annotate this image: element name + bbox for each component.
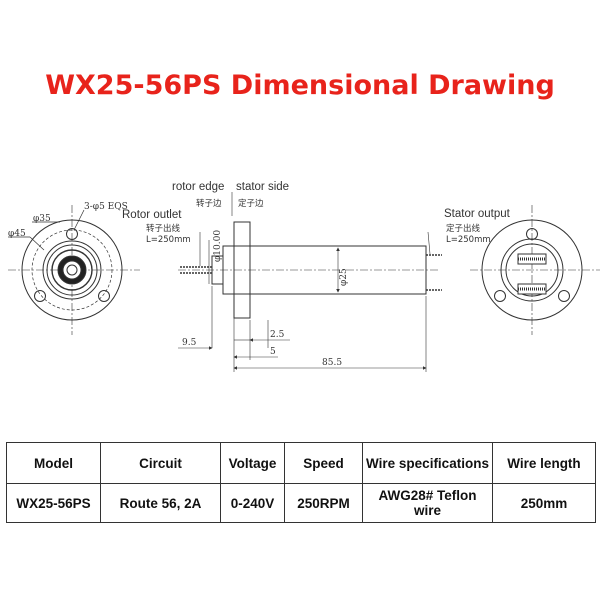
label-rotor-edge-cn: 转子边: [196, 198, 222, 209]
header-wire-length: Wire length: [492, 442, 596, 484]
mounting-hole: [98, 290, 110, 302]
header-speed: Speed: [284, 442, 363, 484]
cell-speed: 250RPM: [284, 483, 363, 523]
header-circuit: Circuit: [100, 442, 221, 484]
mounting-hole: [558, 290, 570, 302]
table-header-row: Model Circuit Voltage Speed Wire specifi…: [6, 442, 596, 484]
label-rotor-outlet-cn: 转子出线: [146, 223, 181, 234]
mounting-hole: [34, 290, 46, 302]
right-end-view: [470, 205, 600, 335]
label-stator-output-length: L=250mm: [446, 235, 491, 245]
mounting-hole: [526, 228, 538, 240]
cell-circuit: Route 56, 2A: [100, 483, 221, 523]
page-title: WX25-56PS Dimensional Drawing: [45, 70, 555, 101]
header-model: Model: [6, 442, 101, 484]
side-view: [178, 192, 442, 372]
label-rotor-edge: rotor edge: [172, 181, 224, 193]
label-rotor-outlet: Rotor outlet: [122, 209, 182, 221]
dim-2-5: 2.5: [270, 330, 285, 340]
label-stator-output-cn: 定子出线: [446, 223, 481, 234]
dim-shaft-dia: φ10.00: [213, 230, 223, 262]
dimensional-drawing: φ35 3-φ5 EQS φ45: [8, 181, 600, 372]
cell-wire-length: 250mm: [492, 483, 596, 523]
table-row: WX25-56PS Route 56, 2A 0-240V 250RPM AWG…: [6, 483, 596, 523]
dim-5: 5: [270, 347, 276, 357]
header-voltage: Voltage: [220, 442, 285, 484]
dim-dia-45: φ45: [8, 229, 26, 239]
cell-wire-spec: AWG28# Teflon wire: [362, 483, 493, 523]
mounting-hole: [494, 290, 506, 302]
left-end-view: [8, 205, 140, 335]
spec-table: Model Circuit Voltage Speed Wire specifi…: [6, 442, 596, 523]
label-stator-side-cn: 定子边: [238, 198, 264, 209]
dim-body-dia: φ25: [339, 268, 349, 286]
label-stator-side: stator side: [236, 181, 289, 193]
dim-9-5: 9.5: [182, 338, 197, 348]
label-stator-output: Stator output: [444, 208, 511, 220]
dim-85-5: 85.5: [322, 358, 342, 368]
dim-holes: 3-φ5 EQS: [84, 202, 128, 212]
dim-dia-35: φ35: [33, 214, 51, 224]
cell-model: WX25-56PS: [6, 483, 101, 523]
mounting-hole: [66, 228, 78, 240]
label-rotor-outlet-length: L=250mm: [146, 235, 191, 245]
cell-voltage: 0-240V: [220, 483, 285, 523]
header-wire-specifications: Wire specifications: [362, 442, 493, 484]
